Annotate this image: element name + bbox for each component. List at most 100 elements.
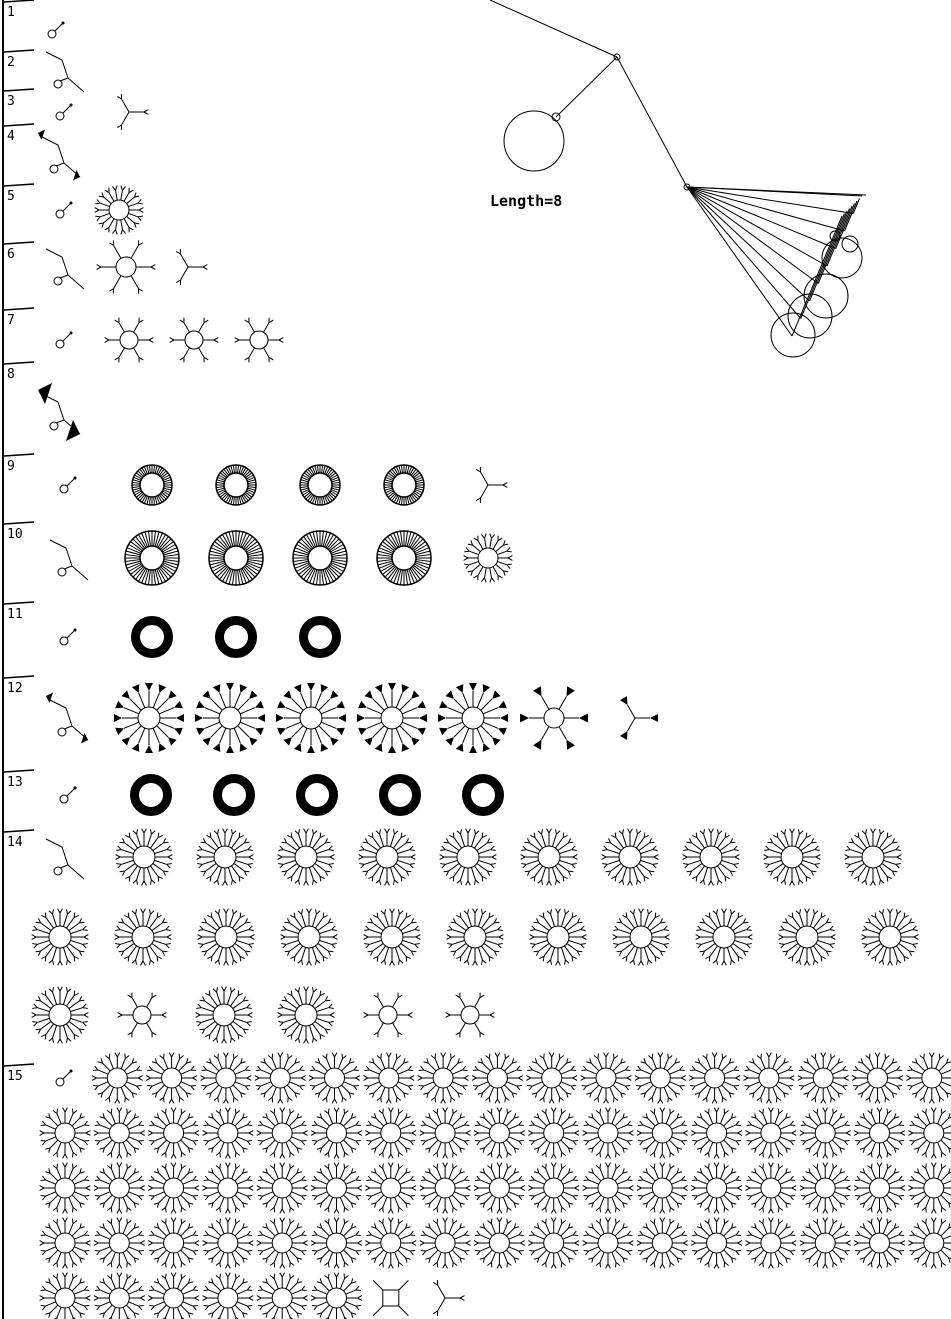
row-label: 7 [7, 313, 15, 328]
tree-star-med [612, 908, 670, 966]
row-tick [3, 675, 35, 679]
tree-star-15 [419, 1162, 471, 1214]
tree-star-15 [254, 1052, 306, 1104]
tree-star-15 [799, 1162, 851, 1214]
tree-seed [55, 201, 73, 219]
tree-ring-dense [131, 464, 173, 506]
tree-star-15 [417, 1052, 469, 1104]
tree-seed [55, 331, 73, 349]
tree-star-fans [114, 683, 184, 753]
tree-star-15 [528, 1217, 580, 1269]
tree-star-15 [690, 1107, 743, 1159]
tree-tri [475, 466, 508, 504]
tree-chain-fan [46, 692, 89, 744]
row-13: 13 [3, 769, 504, 816]
tree-star-15 [256, 1217, 308, 1269]
tree-star-15 [580, 1052, 632, 1104]
tree-tri [175, 248, 208, 286]
tree-ring-solid [296, 774, 338, 816]
tree-star-med [363, 908, 421, 966]
tree-seed [55, 1069, 73, 1087]
tree-star-15 [473, 1217, 526, 1269]
row-label: 9 [7, 459, 15, 474]
tree-star-15 [688, 1052, 741, 1104]
tree-star-15 [93, 1107, 145, 1159]
tree-star-med [778, 908, 836, 966]
tree-star-med [31, 908, 89, 966]
row-2: 2 [3, 49, 85, 93]
tree-star-15 [256, 1272, 308, 1319]
row-11: 11 [3, 601, 341, 658]
tree-star-15 [147, 1272, 200, 1319]
tree-star-15 [202, 1162, 254, 1214]
tree-ring-hairy [208, 530, 264, 586]
row-1: 1 [3, 0, 65, 39]
tree-ring-solid [462, 774, 504, 816]
tree-chain [45, 248, 85, 290]
tree-star-15 [93, 1162, 145, 1214]
tree-star-15 [256, 1162, 308, 1214]
tree-ring-hairy [292, 530, 348, 586]
tree-star-15 [39, 1272, 91, 1319]
tree-star-15 [310, 1107, 363, 1159]
tree-star-15 [471, 1052, 524, 1104]
tree-star-fans [357, 683, 427, 753]
tree-star-15 [582, 1162, 634, 1214]
length-illustration [489, 0, 867, 358]
tree-star-15 [853, 1217, 906, 1269]
tree-star-med [358, 828, 416, 886]
tree-star-15 [528, 1162, 580, 1214]
tree-star-15 [310, 1272, 363, 1319]
tree-star-15 [91, 1052, 143, 1104]
tree-chain-fan [38, 129, 81, 181]
tree-star-15 [256, 1107, 308, 1159]
tree-star-med [31, 986, 89, 1044]
tree-star-med [601, 828, 659, 886]
tree-chain [49, 539, 89, 581]
row-tick [3, 88, 35, 92]
tree-star-15 [799, 1107, 851, 1159]
row-tick [3, 123, 35, 127]
tree-star-med [197, 908, 255, 966]
tree-ring-dense [215, 464, 257, 506]
row-9: 9 [3, 453, 508, 506]
row-tick [3, 0, 35, 3]
tree-star-15 [908, 1162, 951, 1214]
row-10: 10 [3, 521, 513, 586]
tree-star-15 [202, 1107, 254, 1159]
tree-star-med [195, 986, 253, 1044]
tree-star-15 [419, 1217, 471, 1269]
length-caption: Length=8 [490, 192, 562, 210]
tree-tri [116, 93, 149, 131]
tree-star-med [277, 828, 335, 886]
tree-star-15 [39, 1162, 91, 1214]
tree-star-15 [202, 1272, 254, 1319]
tree-star-15 [147, 1107, 200, 1159]
tree-star-15 [745, 1107, 797, 1159]
tree-star-15 [636, 1217, 688, 1269]
row-tick [3, 241, 35, 245]
tree-star-med [280, 908, 338, 966]
row-label: 3 [7, 94, 15, 109]
row-label: 1 [7, 5, 15, 20]
tree-star-15 [310, 1217, 363, 1269]
tree-chain [45, 838, 85, 880]
tree-star-15 [365, 1162, 417, 1214]
row-label: 10 [7, 527, 23, 542]
tree-star-15 [202, 1217, 254, 1269]
tree-star-fans [438, 683, 508, 753]
tree-star-15 [851, 1052, 904, 1104]
tree-star-15 [908, 1107, 951, 1159]
row-5: 5 [3, 183, 144, 235]
tree-star-med [277, 986, 335, 1044]
row-label: 5 [7, 189, 15, 204]
row-tick [3, 829, 35, 833]
tree-star-dense [94, 185, 144, 235]
row-12: 12 [3, 675, 658, 753]
tree-ring-solid [130, 774, 172, 816]
tree-star-15 [93, 1217, 145, 1269]
tree-star-med [861, 908, 919, 966]
tree-star-15 [200, 1052, 252, 1104]
tree-ring-solid [213, 774, 255, 816]
tree-star-15 [39, 1107, 91, 1159]
